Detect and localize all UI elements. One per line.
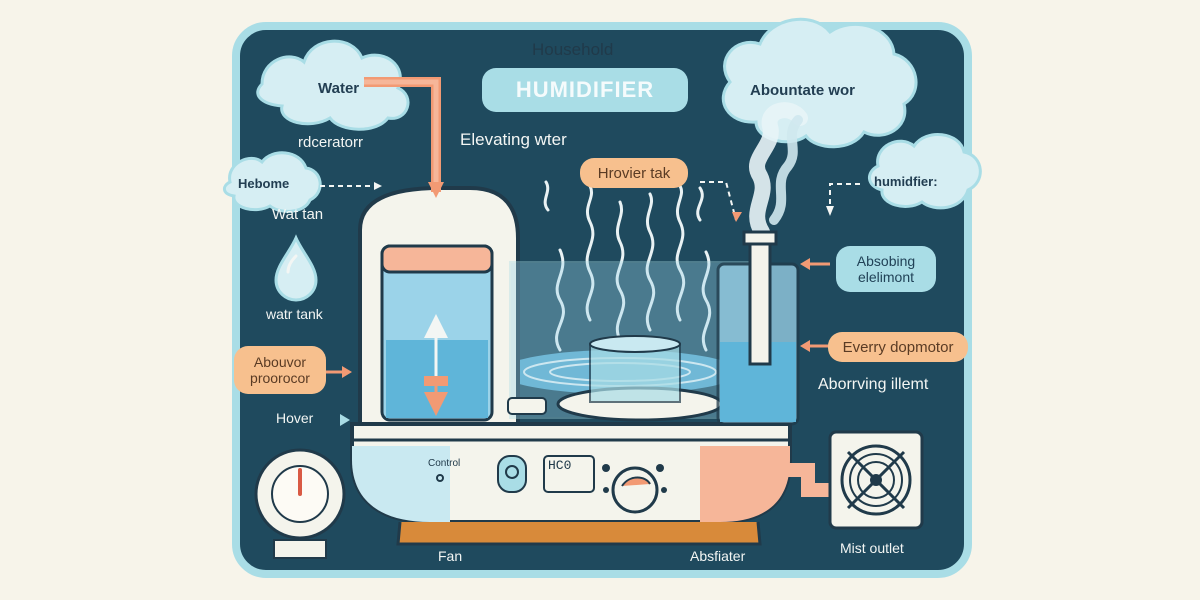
connector-lines xyxy=(320,181,860,221)
arrow-icon xyxy=(342,366,352,378)
arrow-icon xyxy=(732,212,742,222)
label-absobing: Absobing elelimont xyxy=(836,246,936,292)
cloud-icon xyxy=(223,151,322,213)
arrow-icon xyxy=(800,340,810,352)
title-top: Household xyxy=(532,40,614,59)
label-hebome: Hebome xyxy=(238,176,290,191)
arrow-icon xyxy=(428,182,444,198)
label-absobing-line1: Absobing xyxy=(856,253,916,269)
water-tank xyxy=(380,244,494,422)
label-humidifier-cloud: humidfier: xyxy=(874,174,938,189)
label-absobing-line2: elelimont xyxy=(857,269,915,285)
arrow-icon xyxy=(374,182,382,190)
label-abouvor-line2: proorocor xyxy=(250,370,310,386)
label-water: Water xyxy=(318,80,360,97)
label-hrovier-tak: Hrovier tak xyxy=(580,158,688,188)
control-panel xyxy=(436,455,667,514)
display-readout: HC0 xyxy=(548,458,572,473)
cloud-icon xyxy=(256,39,410,131)
supply-pipe-inner xyxy=(364,79,439,190)
label-control: Control xyxy=(428,458,461,469)
title-main: HUMIDIFIER xyxy=(482,68,688,112)
label-wat-tan: Wat tan xyxy=(272,206,324,223)
label-everry: Everry dopmotor xyxy=(828,332,968,362)
label-fan: Fan xyxy=(438,548,463,564)
label-absfiater: Absfiater xyxy=(690,548,746,564)
outlet-duct xyxy=(768,463,836,497)
label-aborrving: Aborrving illemt xyxy=(818,376,929,393)
arrow-icon xyxy=(826,206,834,216)
label-abouvor-line1: Abouvor xyxy=(253,354,307,370)
cloud-icon xyxy=(868,133,982,210)
steam-icon xyxy=(749,102,808,240)
label-watr-tank: watr tank xyxy=(266,306,323,322)
arrow-icon xyxy=(340,414,350,426)
label-hover: Hover xyxy=(276,410,314,426)
label-mist-outlet: Mist outlet xyxy=(840,540,904,556)
arrow-icon xyxy=(800,258,810,270)
label-elevating: Elevating wter xyxy=(460,130,567,149)
thermostat-icon xyxy=(254,448,346,559)
label-rdcerator: rdceratorr xyxy=(298,134,364,151)
fan-icon xyxy=(828,430,924,530)
label-abouvor: Abouvor proorocor xyxy=(234,346,326,394)
outlet-tank xyxy=(716,230,800,426)
water-drop-icon xyxy=(274,234,318,302)
label-aboundate: Abountate wor xyxy=(750,82,855,99)
steam-icon xyxy=(543,180,712,352)
